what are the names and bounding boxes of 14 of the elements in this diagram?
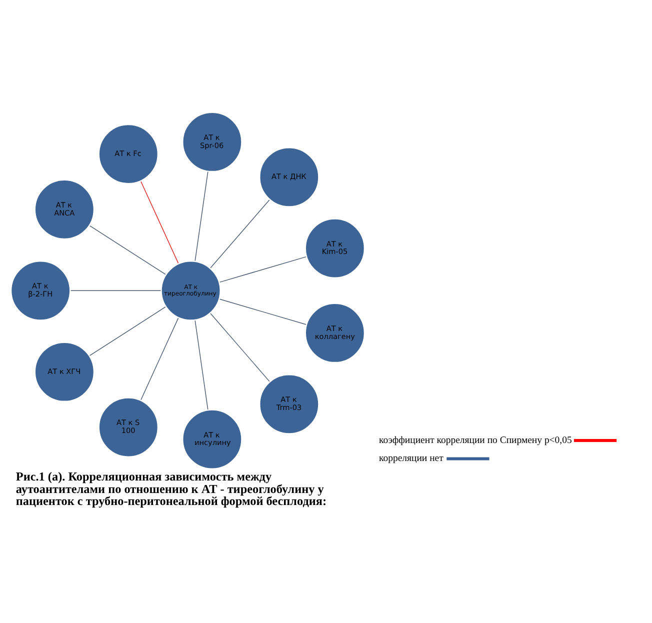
connector [88,225,166,275]
legend-label: корреляции нет [379,453,444,464]
connector [140,317,179,401]
connector [210,312,270,382]
connector [140,180,179,264]
connector [194,320,208,410]
connector [88,306,166,356]
connector [210,199,270,269]
connector [218,256,307,283]
connector [218,298,307,325]
caption: Рис.1 (а). Корреляционная зависимость между аутоантителами по отношению к АТ - тиреоглобулину у пациенток с трубно-перитонеальной формой бесплодия: [16,470,327,508]
connector [70,290,162,292]
connector [194,170,208,262]
legend-label: коэффициент корреляции по Спирмену p<0,05 [379,434,572,446]
